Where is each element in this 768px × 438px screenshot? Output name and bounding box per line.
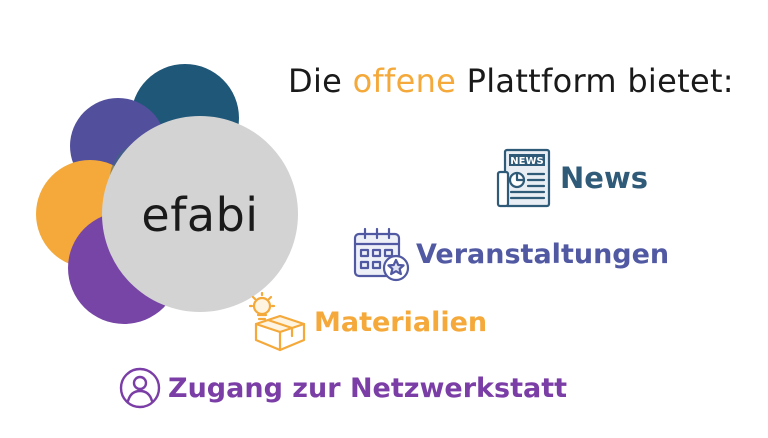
efabi-logo: efabi bbox=[0, 0, 320, 434]
feature-news: NEWS News bbox=[494, 146, 648, 210]
feature-access-label: Zugang zur Netzwerkstatt bbox=[168, 372, 568, 404]
user-circle-icon bbox=[119, 367, 161, 409]
calendar-star-icon bbox=[353, 227, 410, 282]
feature-events: Veranstaltungen bbox=[352, 226, 669, 282]
box-lightbulb-icon bbox=[248, 292, 306, 352]
feature-materials: Materialien bbox=[246, 292, 487, 352]
newspaper-icon: NEWS bbox=[496, 148, 551, 208]
logo-petals bbox=[36, 64, 298, 324]
feature-news-label: News bbox=[560, 161, 648, 195]
headline-accent: offene bbox=[352, 62, 457, 100]
headline-before: Die bbox=[288, 62, 353, 100]
feature-events-label: Veranstaltungen bbox=[416, 238, 670, 270]
logo-text: efabi bbox=[141, 188, 259, 242]
svg-text:NEWS: NEWS bbox=[510, 156, 543, 167]
feature-access: Zugang zur Netzwerkstatt bbox=[118, 366, 567, 410]
logo-center bbox=[102, 116, 298, 312]
headline: Die offene Plattform bietet: bbox=[288, 62, 734, 100]
headline-after: Plattform bietet: bbox=[456, 62, 734, 100]
feature-materials-label: Materialien bbox=[314, 306, 488, 338]
